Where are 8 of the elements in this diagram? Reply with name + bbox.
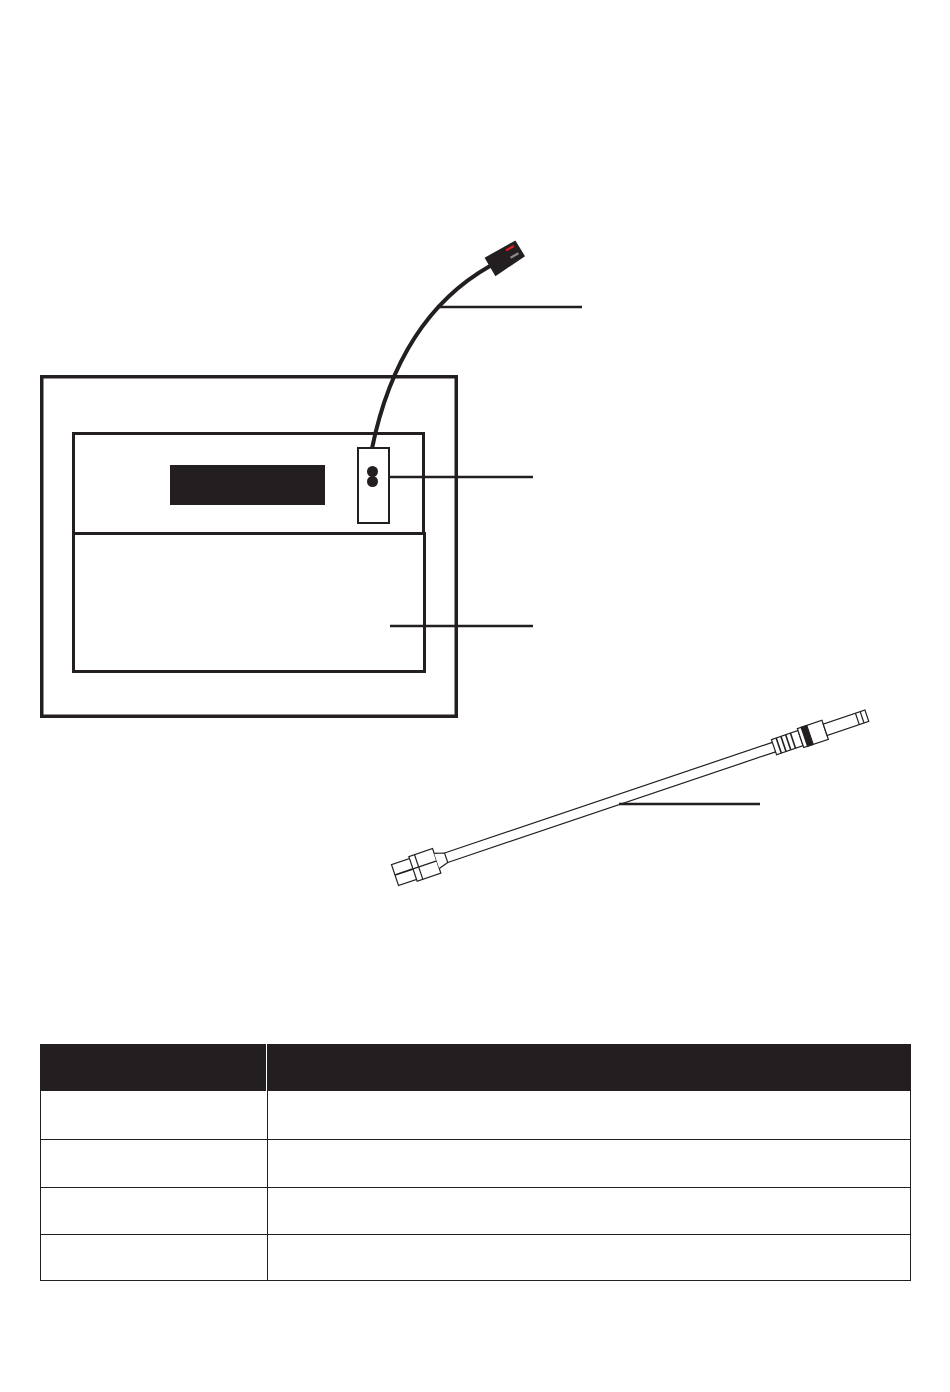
leader-line <box>619 802 760 806</box>
leader-line <box>390 475 533 479</box>
plug-cable-drawing <box>389 707 871 889</box>
curved-cable-drawing <box>369 239 527 449</box>
lower-panel <box>72 532 426 673</box>
leader-line <box>390 624 533 628</box>
leader-line <box>439 305 582 309</box>
socket-box <box>357 447 390 524</box>
